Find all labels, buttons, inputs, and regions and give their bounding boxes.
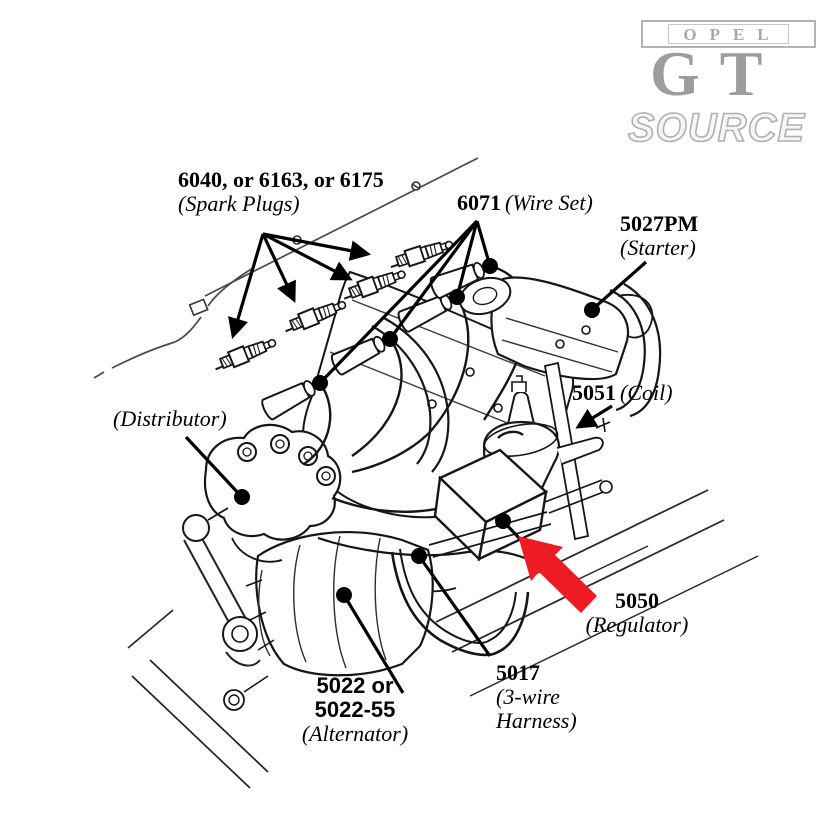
spark-plug-3 [343, 270, 406, 300]
opel-logo-badge: OPEL [641, 20, 816, 48]
wire-set-name: (Wire Set) [505, 190, 593, 215]
harness-dot [411, 548, 427, 564]
starter-dot [584, 302, 600, 318]
wire-set-dot-1 [312, 375, 328, 391]
regulator-name: (Regulator) [585, 611, 689, 637]
plug-boot-2 [330, 335, 386, 376]
harness-leader [417, 555, 492, 657]
coil-part-number: 5051 [572, 380, 616, 405]
spark-plugs-name: (Spark Plugs) [178, 190, 300, 216]
harness-loop [317, 536, 531, 657]
regulator-drawing [428, 448, 552, 562]
frame-rails [435, 489, 759, 697]
distributor-dot [234, 489, 250, 505]
plug-boot-3 [397, 293, 453, 333]
spark-plug-leader-arrows [228, 232, 372, 339]
plug-boot-1 [261, 380, 316, 421]
plug-boots-drawing [261, 261, 485, 421]
opel-logo-inner-border: OPEL [668, 24, 789, 44]
opel-logo-text: OPEL [683, 24, 782, 44]
plug-boot-4 [429, 261, 485, 299]
coil-name: (Coil) [620, 380, 673, 405]
belt-lines [127, 530, 269, 789]
wire-set-dot-4 [482, 258, 498, 274]
alternator-part-number-line1: 5022 or [316, 673, 394, 698]
source-logo-text: SOURCE [627, 106, 806, 150]
alternator-leader [342, 594, 405, 694]
distributor-drawing [182, 423, 342, 563]
gt-logo-text: GT [650, 38, 783, 109]
spark-plug-2 [285, 300, 347, 333]
spark-plug-4 [390, 240, 454, 268]
distributor-leader [184, 435, 242, 497]
label-alternator: 5022 or 5022-55 (Alternator) [295, 674, 415, 745]
coil-leader-arrow [575, 404, 613, 429]
starter-name: (Starter) [620, 234, 696, 260]
spark-plugs-drawing [215, 240, 454, 371]
alternator-part-number-line2: 5022-55 [314, 696, 396, 722]
label-harness: 5017 (3-wire Harness) [496, 661, 577, 732]
starter-part-number: 5027PM [620, 211, 699, 236]
label-distributor: (Distributor) [113, 407, 227, 431]
starter-leader [592, 260, 648, 310]
label-spark-plugs: 6040, or 6163, or 6175 (Spark Plugs) [178, 168, 384, 216]
wire-set-dot-2 [382, 331, 398, 347]
regulator-part-number: 5050 [615, 588, 659, 613]
alternator-name: (Alternator) [301, 720, 409, 746]
harness-part-number: 5017 [496, 660, 540, 685]
regulator-dot [495, 513, 511, 529]
spark-plugs-part-number: 6040, or 6163, or 6175 [178, 167, 384, 192]
wire-set-dot-3 [449, 289, 465, 305]
alternator-dot [336, 587, 352, 603]
harness-name-line2: Harness) [496, 707, 577, 733]
label-starter: 5027PM (Starter) [620, 212, 698, 260]
regulator-highlight-arrow [518, 536, 597, 613]
alternator-drawing [222, 531, 434, 711]
label-regulator: 5050 (Regulator) [578, 589, 696, 637]
callout-dots [234, 258, 600, 603]
label-wire-set: 6071 (Wire Set) [457, 191, 593, 215]
component-leader-lines [184, 260, 648, 694]
wire-set-part-number: 6071 [457, 190, 501, 215]
harness-name-line1: (3-wire [496, 683, 560, 709]
spark-plug-1 [215, 338, 277, 371]
distributor-name: (Distributor) [113, 406, 227, 431]
label-coil: 5051 (Coil) [572, 381, 673, 405]
